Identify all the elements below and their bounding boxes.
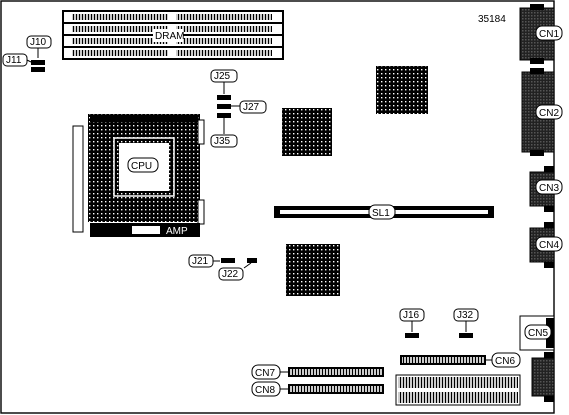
jumper-j25: J25 — [210, 69, 238, 100]
dram-label: DRAM — [155, 31, 184, 42]
svg-text:SL1: SL1 — [372, 208, 390, 219]
connector-cn4: CN4 — [529, 222, 563, 268]
jumper-j22: J22 — [218, 258, 257, 281]
svg-text:CN7: CN7 — [255, 368, 275, 379]
svg-text:CN4: CN4 — [539, 240, 559, 251]
connector-cn1: CN1 — [519, 4, 563, 64]
svg-text:CN6: CN6 — [495, 356, 515, 367]
cpu-socket: CPU AMP — [72, 114, 205, 237]
jumper-j11: J11 — [2, 53, 32, 67]
header-block-lower-right — [395, 352, 555, 406]
jumper-j16: J16 — [399, 308, 425, 338]
svg-text:J25: J25 — [214, 71, 231, 82]
svg-text:CN2: CN2 — [539, 108, 559, 119]
connector-cn8: CN8 — [251, 381, 384, 397]
svg-text:J16: J16 — [403, 310, 420, 321]
slot-sl1: SL1 — [274, 204, 494, 220]
connector-cn5: CN5 — [519, 315, 555, 351]
svg-text:J35: J35 — [214, 136, 231, 147]
jumper-j35: J35 — [210, 113, 238, 148]
connector-cn6: CN6 — [400, 352, 521, 368]
connector-cn7: CN7 — [251, 364, 384, 380]
svg-text:J27: J27 — [243, 102, 260, 113]
svg-text:J32: J32 — [457, 310, 474, 321]
figure-number: 35184 — [478, 14, 506, 25]
connector-cn3: CN3 — [529, 166, 563, 212]
svg-text:J22: J22 — [222, 269, 239, 280]
svg-text:CN3: CN3 — [539, 183, 559, 194]
amp-label: AMP — [166, 226, 188, 237]
chip-lower — [286, 244, 340, 296]
chip-upper-right — [376, 66, 428, 114]
jumper-j27: J27 — [217, 100, 267, 114]
chip-middle — [282, 108, 332, 156]
svg-text:CN1: CN1 — [539, 29, 559, 40]
svg-text:J10: J10 — [30, 37, 47, 48]
jumper-j21: J21 — [188, 254, 235, 268]
svg-text:CN8: CN8 — [255, 385, 275, 396]
svg-text:CN5: CN5 — [528, 328, 548, 339]
svg-text:J11: J11 — [6, 55, 22, 66]
jumper-j32: J32 — [453, 308, 479, 338]
connector-cn2: CN2 — [521, 68, 563, 156]
jumper-j10: J10 — [26, 35, 52, 72]
svg-text:J21: J21 — [192, 256, 209, 267]
cpu-label: CPU — [131, 161, 152, 172]
dram-slots: DRAM — [62, 10, 284, 60]
